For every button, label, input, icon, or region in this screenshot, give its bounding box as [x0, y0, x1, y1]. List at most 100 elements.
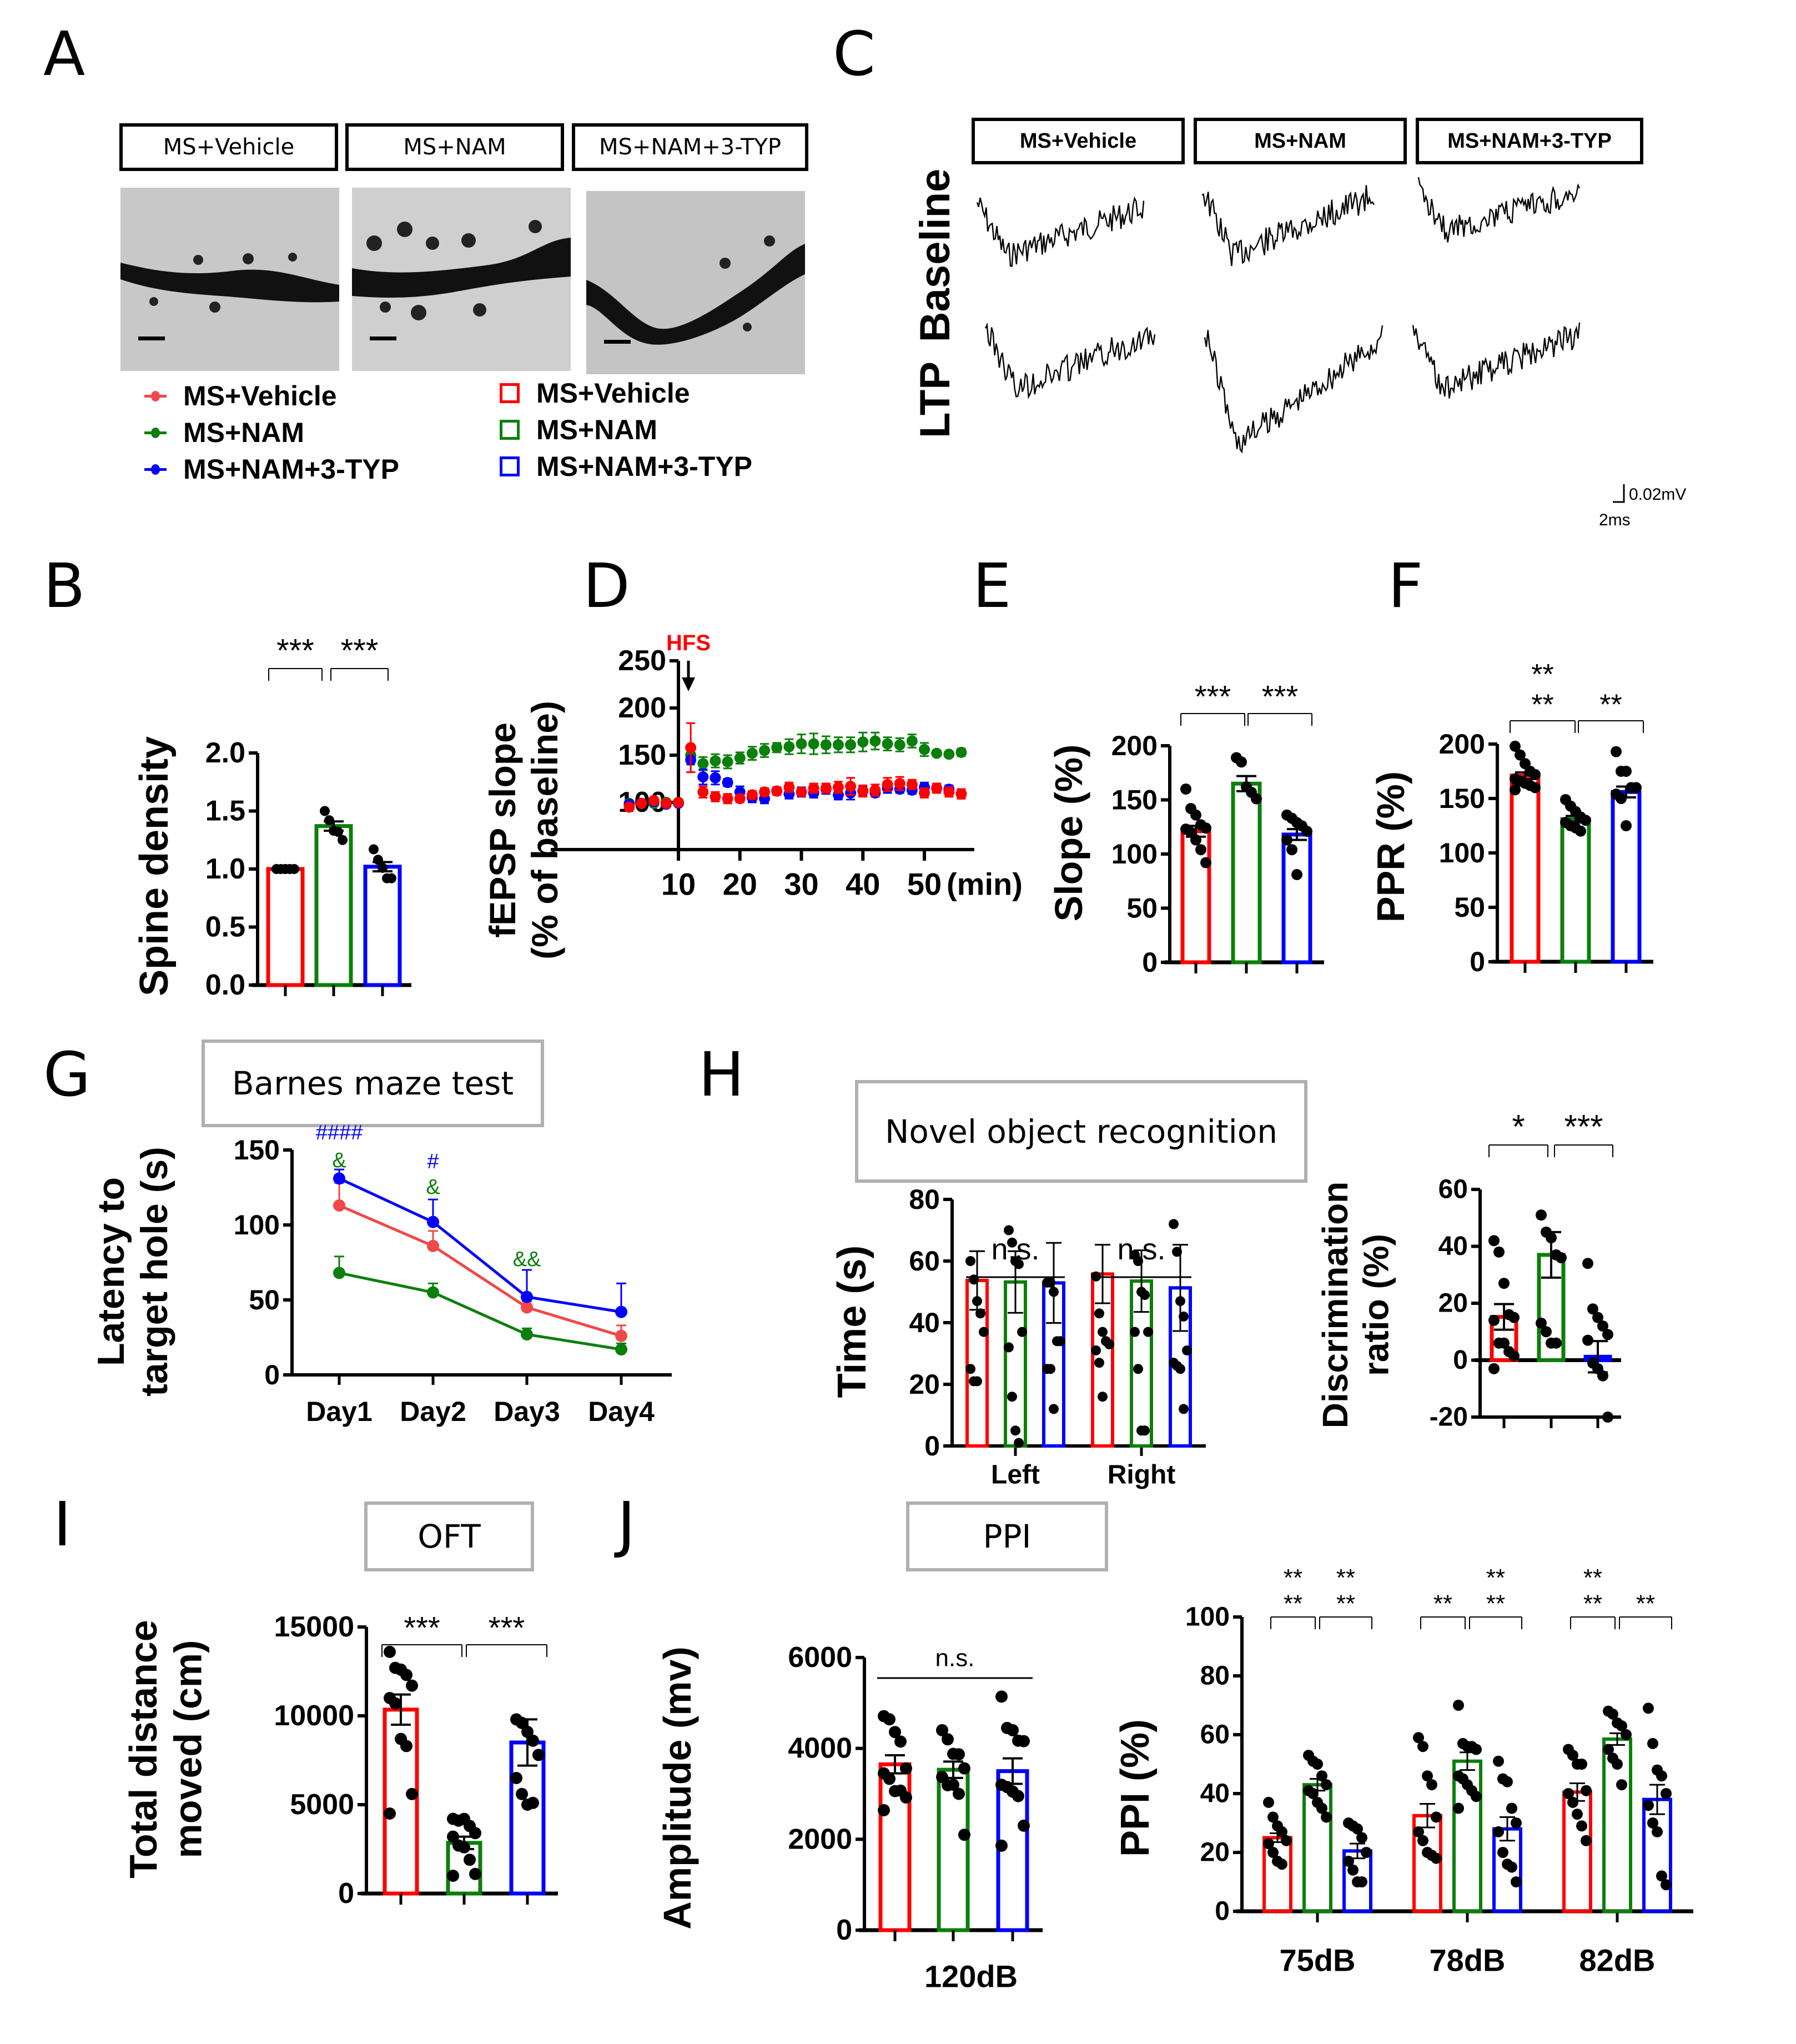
bar: [1231, 781, 1262, 965]
data-point: [1010, 1425, 1020, 1436]
data-point: [384, 1645, 396, 1658]
panel-a-header-nam: MS+NAM: [345, 123, 564, 171]
data-point: [820, 782, 832, 794]
panel-c-header-vehicle: MS+Vehicle: [972, 118, 1185, 164]
data-point: [1133, 1364, 1143, 1374]
y-tick-label: 50: [1454, 892, 1485, 923]
panel-letter-h: H: [698, 1039, 744, 1110]
data-point: [1607, 1708, 1618, 1720]
data-point: [965, 1256, 975, 1266]
significance-label: **: [1433, 1590, 1452, 1617]
hfs-arrow-icon: [682, 677, 695, 691]
data-point: [1488, 1235, 1500, 1247]
data-point: [648, 795, 660, 806]
data-point: [1587, 1303, 1598, 1315]
bar: [1560, 817, 1591, 964]
y-axis-label: Amplitude (mv): [656, 1646, 699, 1929]
data-point: [1316, 1802, 1327, 1814]
data-point: [1291, 869, 1302, 881]
significance-label: ***: [341, 633, 379, 669]
data-point: [1004, 1342, 1014, 1353]
data-point: [1281, 1835, 1292, 1846]
data-point: [1567, 1750, 1578, 1761]
series-line: [339, 1204, 622, 1338]
marker-line-icon: [144, 427, 167, 438]
panel-a-header-nam-3typ: MS+NAM+3-TYP: [572, 123, 808, 171]
data-point: [660, 797, 672, 809]
data-point: [882, 779, 893, 790]
data-point: [1098, 1392, 1108, 1402]
significance-label: n.s.: [935, 1645, 975, 1672]
data-point: [427, 1239, 439, 1252]
data-point: [722, 793, 733, 805]
panel-letter-d: D: [583, 550, 630, 621]
data-point: [1431, 1811, 1442, 1823]
significance-label: **: [1336, 1564, 1355, 1591]
data-point: [1488, 1363, 1500, 1374]
data-point: [1511, 1876, 1522, 1887]
y-tick-label: 15000: [274, 1611, 354, 1643]
data-point: [469, 1867, 481, 1880]
y-axis-label-line: Time (s): [830, 1246, 874, 1398]
data-point: [1413, 1826, 1424, 1837]
data-point: [1361, 1847, 1372, 1858]
data-point: [919, 787, 930, 798]
data-point: [1352, 1823, 1363, 1835]
y-tick-label: 0: [1142, 947, 1158, 978]
data-point: [1104, 1339, 1114, 1349]
data-point: [883, 1772, 896, 1785]
legend-item-nam: MS+NAM: [500, 411, 752, 448]
y-tick-label: 60: [1438, 1175, 1468, 1204]
micrograph-vehicle: [120, 188, 339, 371]
data-point: [1506, 1802, 1517, 1814]
significance-label: *: [1512, 1108, 1525, 1146]
significance-label: **: [1636, 1590, 1655, 1617]
data-point: [975, 1308, 985, 1319]
data-point: [1541, 1326, 1552, 1338]
data-point: [710, 755, 721, 767]
y-tick-label: 200: [618, 692, 666, 724]
y-tick-label: 150: [1111, 785, 1158, 816]
panel-c-header-nam: MS+NAM: [1194, 118, 1407, 164]
y-tick-label: 50: [1126, 893, 1158, 924]
y-tick-label: 0: [1453, 1345, 1468, 1375]
micrograph-nam-3typ: [586, 191, 805, 374]
data-point: [1493, 1826, 1504, 1837]
y-tick-label: 0.0: [205, 969, 245, 1001]
box-icon: [500, 456, 520, 476]
data-point: [1200, 857, 1211, 868]
data-point: [1616, 1779, 1627, 1791]
y-axis-label-line: Amplitude (mv): [656, 1646, 699, 1929]
significance-label: **: [1599, 689, 1622, 721]
data-point: [1612, 1759, 1623, 1770]
scale-label-time: 2ms: [1599, 511, 1631, 529]
data-point: [369, 844, 379, 855]
data-point: [936, 1724, 948, 1736]
data-point: [931, 747, 943, 759]
y-axis-label-line: ratio (%): [1356, 1234, 1396, 1376]
legend-bar: MS+Vehicle MS+NAM MS+NAM+3-TYP: [500, 375, 752, 485]
data-point: [1556, 1252, 1567, 1263]
data-point: [1536, 1317, 1547, 1329]
data-point: [878, 1804, 890, 1816]
data-point: [1169, 1219, 1179, 1229]
data-point: [427, 1286, 439, 1299]
data-point: [1094, 1358, 1104, 1368]
data-point: [759, 745, 771, 756]
panel-letter-f: F: [1388, 550, 1423, 621]
x-tick-label: Right: [1108, 1460, 1176, 1490]
data-point: [1251, 793, 1262, 805]
data-point: [857, 785, 869, 797]
series-line: [339, 1271, 622, 1351]
data-point: [1140, 1425, 1150, 1436]
data-point: [1413, 1732, 1424, 1744]
data-point: [1656, 1770, 1667, 1782]
data-point: [955, 746, 967, 758]
y-axis-label-line: PPI (%): [1113, 1719, 1158, 1857]
y-tick-label: 10000: [274, 1700, 354, 1732]
y-tick-label: 200: [1439, 729, 1485, 760]
data-point: [1602, 1329, 1613, 1340]
data-point: [1647, 1737, 1658, 1749]
y-tick-label: 60: [909, 1246, 940, 1277]
